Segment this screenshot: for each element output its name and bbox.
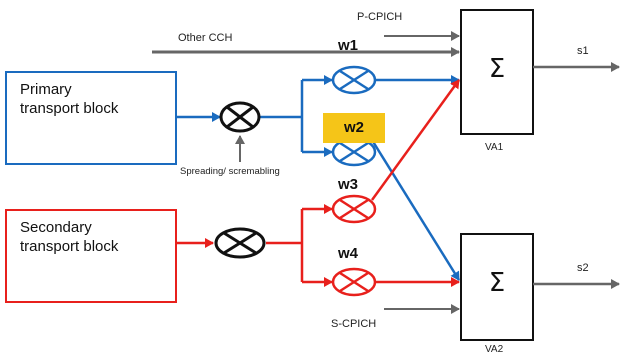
- va2-sum-box: [460, 233, 534, 341]
- secondary-spreader-icon: [214, 227, 266, 259]
- other-cch-label: Other CCH: [178, 32, 233, 44]
- va2-sigma: Σ: [488, 268, 506, 298]
- primary-block-label: Primary transport block: [20, 81, 119, 117]
- w1-multiplier-icon: [331, 65, 377, 95]
- secondary-block-box: [5, 209, 177, 303]
- w3-multiplier-icon: [331, 194, 377, 224]
- va1-sigma: Σ: [488, 54, 506, 84]
- s2-label: s2: [577, 262, 589, 274]
- w2-multiplier-icon: [331, 137, 377, 167]
- s1-label: s1: [577, 45, 589, 57]
- w2-to-va2: [370, 139, 461, 281]
- secondary-block-label: Secondary transport block: [20, 219, 119, 255]
- w2-label: w2: [323, 113, 385, 143]
- spreading-label: Spreading/ scremabling: [180, 166, 280, 177]
- w1-label: w1: [338, 37, 359, 54]
- s-cpich-label: S-CPICH: [331, 318, 377, 330]
- p-cpich-label: P-CPICH: [357, 11, 403, 23]
- w3-label: w3: [338, 176, 359, 193]
- primary-spreader-icon: [219, 101, 261, 133]
- va2-label: VA2: [485, 344, 504, 355]
- va1-label: VA1: [485, 142, 504, 153]
- w3-to-va1: [370, 79, 461, 201]
- w4-label: w4: [338, 245, 359, 262]
- va1-sum-box: [460, 9, 534, 135]
- w4-multiplier-icon: [331, 267, 377, 297]
